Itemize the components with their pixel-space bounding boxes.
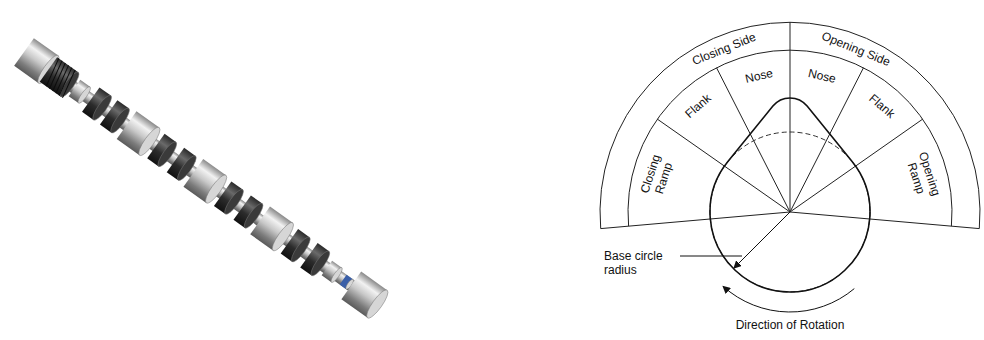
rotation-label: Direction of Rotation — [736, 318, 845, 332]
side-label: Opening Side — [820, 29, 893, 69]
radial-line — [790, 68, 864, 212]
zone-label: Opening Ramp — [901, 145, 945, 207]
zone-label: Nose — [743, 66, 773, 86]
radius-label: Base circle radius — [604, 249, 676, 277]
cam-profile-diagram — [600, 22, 980, 312]
side-label: Closing Side — [690, 30, 758, 68]
shaft-end-face — [329, 266, 344, 284]
zone-label: Nose — [806, 66, 836, 86]
gear-tooth — [58, 70, 80, 98]
radial-line — [790, 22, 791, 212]
radial-line — [790, 212, 979, 229]
radial-line — [657, 119, 790, 212]
shaft-segment — [45, 65, 382, 310]
zone-label: Closing Ramp — [635, 147, 678, 205]
radial-line — [790, 119, 923, 212]
shaft-end-face — [364, 287, 391, 320]
radial-line — [717, 68, 791, 212]
zone-label: Flank — [683, 91, 714, 121]
radial-line — [601, 212, 790, 229]
zone-label: Flank — [866, 91, 897, 121]
